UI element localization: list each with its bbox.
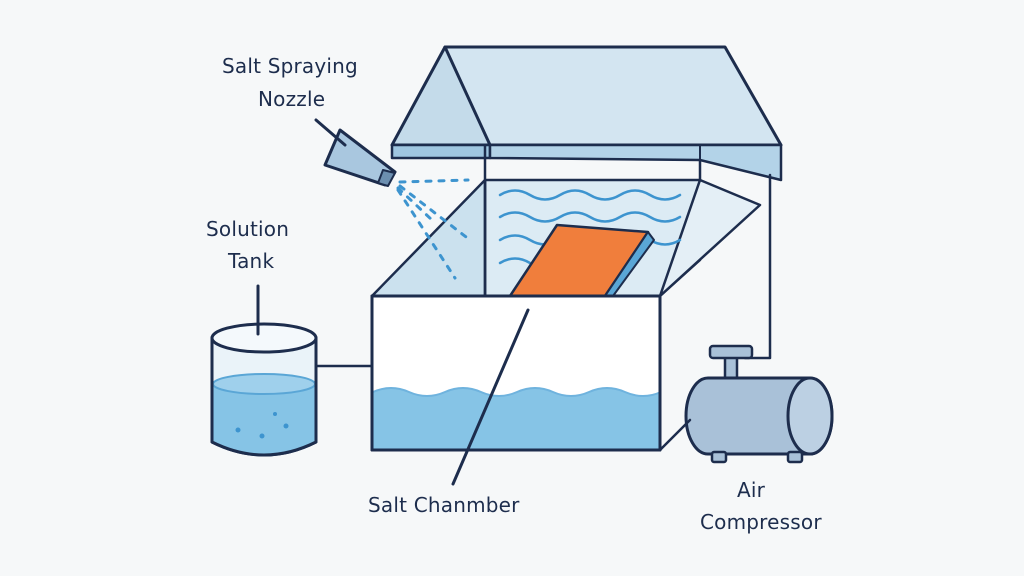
tank-label: Solution Tank — [206, 217, 296, 273]
chamber-lid — [390, 45, 783, 182]
nozzle-label-line-1: Salt Spraying — [222, 54, 358, 78]
tank-label-line-2: Tank — [227, 249, 274, 273]
compressor-label-line-2: Compressor — [700, 510, 822, 534]
air-compressor — [684, 344, 834, 464]
solution-tank — [210, 322, 318, 457]
spray-jet-3 — [396, 188, 457, 280]
test-specimen — [508, 223, 655, 298]
spray-droplets — [396, 178, 472, 280]
compressor-valve-stem — [723, 354, 739, 380]
compressor-foot-left — [710, 450, 728, 464]
spray-jet-4 — [396, 186, 434, 222]
spray-jet-2 — [398, 184, 472, 242]
salt-chamber-box — [370, 294, 662, 452]
lid-side-rim — [488, 143, 783, 182]
nozzle-label: Salt Spraying Nozzle — [222, 54, 365, 111]
compressor-label: Air Compressor — [700, 478, 822, 534]
compressor-end-cap — [786, 376, 834, 456]
spray-jet-1 — [398, 178, 470, 184]
wave-line-2 — [498, 211, 682, 223]
compressor-valve-cap — [708, 344, 754, 360]
nozzle-tip — [377, 169, 396, 187]
chamber-leader — [451, 308, 530, 486]
tank-label-line-1: Solution — [206, 217, 289, 241]
wave-line-1 — [498, 189, 682, 201]
chamber-label-line-1: Salt Chanmber — [368, 493, 520, 517]
lid-front-rim — [390, 143, 492, 160]
compressor-label-line-1: Air — [737, 478, 766, 502]
chamber-right-wall — [658, 178, 762, 298]
tank-bubbles — [235, 412, 289, 439]
chamber-water — [373, 388, 661, 449]
chamber-label: Salt Chanmber — [368, 493, 520, 517]
chamber-to-compressor-line — [658, 418, 692, 452]
nozzle-leader — [314, 118, 347, 147]
tank-top-rim — [210, 322, 318, 354]
tank-water — [213, 384, 315, 454]
compressor-foot-right — [786, 450, 804, 464]
air-line — [743, 173, 772, 360]
tank-water-surface — [212, 373, 316, 395]
nozzle-label-line-2: Nozzle — [258, 87, 325, 111]
chamber-interior — [370, 143, 762, 298]
lid-right-slope — [443, 45, 783, 147]
chamber-water-surface — [372, 387, 662, 397]
